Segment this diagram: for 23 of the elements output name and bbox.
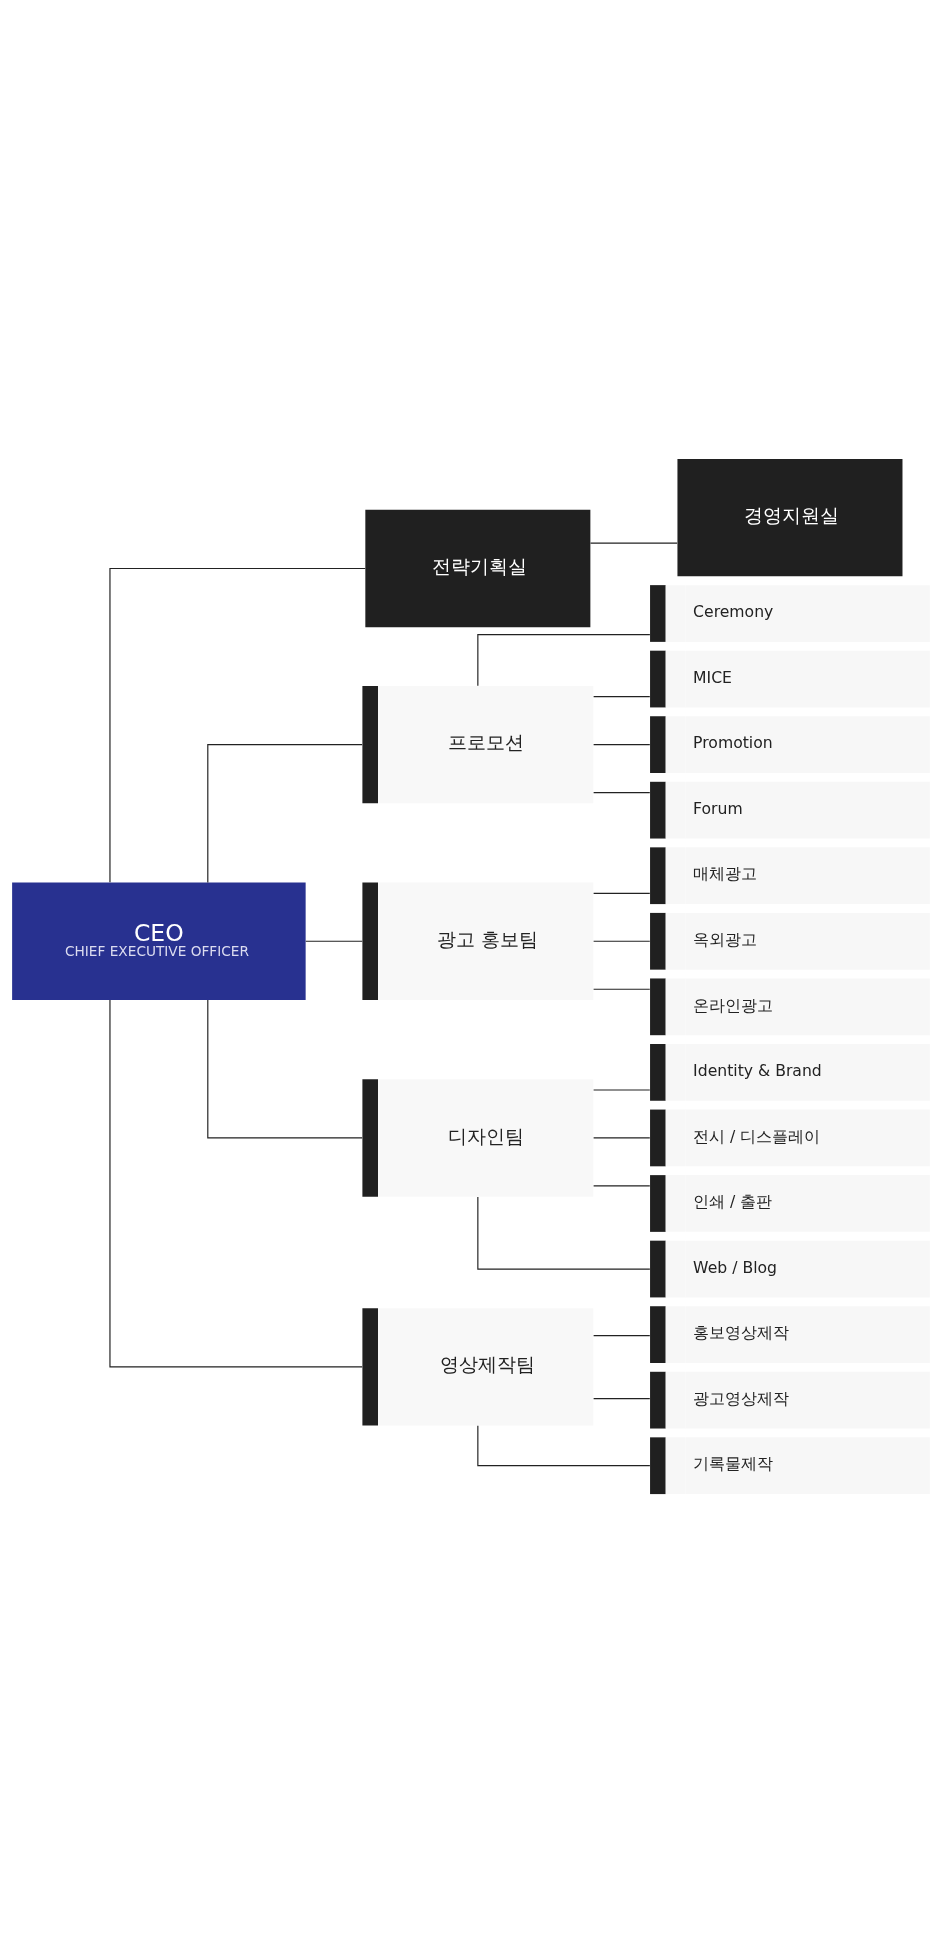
node-box: 전략기획실 (365, 509, 591, 628)
node-box: CEO CHIEF EXECUTIVE OFFICER (12, 882, 306, 1000)
connector (589, 542, 678, 544)
connector (593, 1398, 651, 1400)
connector (593, 696, 651, 698)
connector (593, 1335, 651, 1337)
connector (305, 940, 363, 942)
connector (593, 1137, 651, 1139)
connector (109, 999, 363, 1368)
connector (207, 744, 363, 884)
connector (207, 999, 363, 1139)
connector (593, 988, 651, 990)
connector (593, 744, 651, 746)
connector (593, 1185, 651, 1187)
connector (477, 1425, 651, 1467)
connector (109, 567, 366, 883)
connector (593, 1089, 651, 1091)
connector (593, 791, 651, 794)
connector (477, 633, 651, 687)
connector (593, 940, 651, 942)
connector (593, 892, 651, 894)
node-box: 경영지원실 (677, 458, 903, 577)
connector (477, 1196, 651, 1270)
